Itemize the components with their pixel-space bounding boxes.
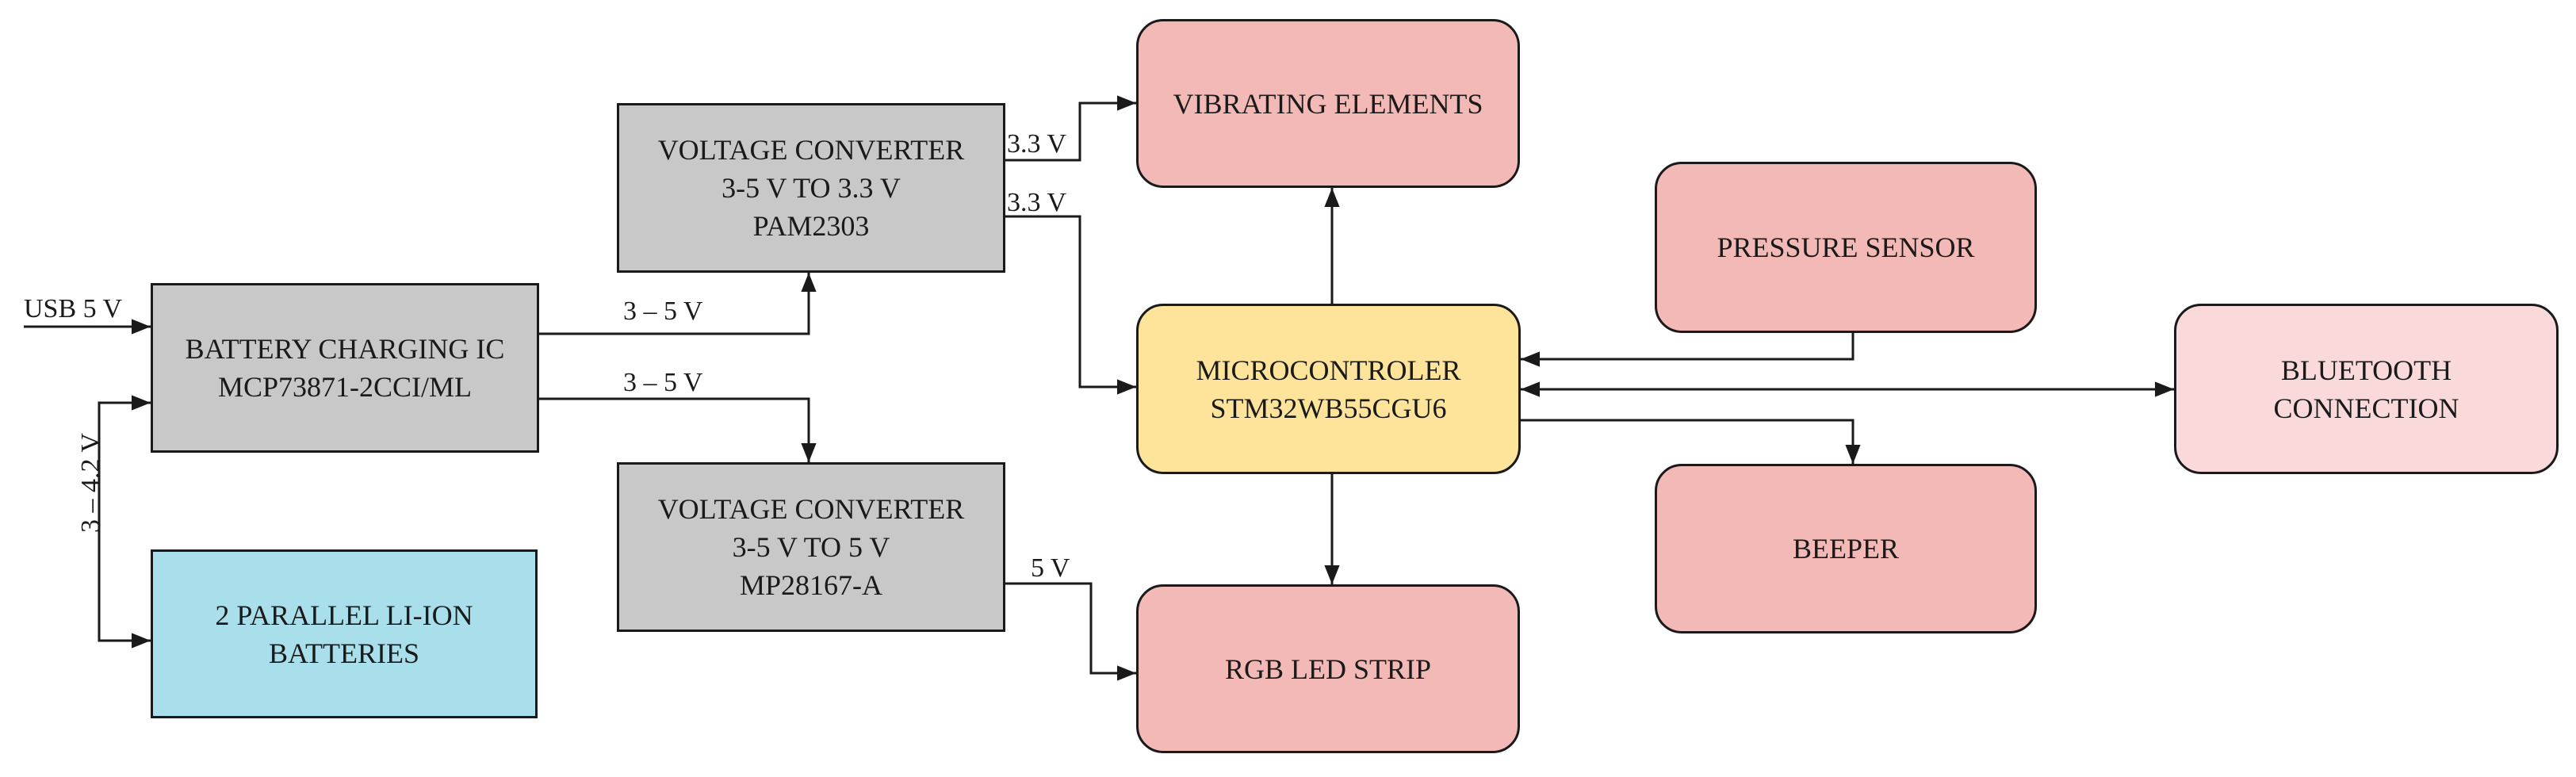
converter33-to-vibrating-line	[1005, 95, 1136, 162]
pressure-title: PRESSURE SENSOR	[1717, 232, 1975, 263]
batteries-subtitle: BATTERIES	[268, 637, 419, 669]
battery-voltage-label: 3 – 4.2 V	[76, 433, 105, 533]
battery-bidirectional-line	[98, 395, 151, 649]
beeper-block: BEEPER	[1655, 464, 2037, 633]
ic-to-converter33-line	[539, 273, 817, 335]
ic-to-converter33-label: 3 – 5 V	[623, 297, 703, 326]
mcu-title: MICROCONTROLER	[1196, 354, 1461, 386]
voltage-converter-33-block: VOLTAGE CONVERTER 3-5 V TO 3.3 V PAM2303	[617, 103, 1005, 273]
ic-to-converter5-label: 3 – 5 V	[623, 368, 703, 397]
bluetooth-title: BLUETOOTH	[2280, 354, 2452, 386]
beeper-title: BEEPER	[1792, 533, 1899, 565]
batteries-title: 2 PARALLEL LI-ION	[215, 599, 473, 631]
converter33-title: VOLTAGE CONVERTER	[657, 134, 965, 166]
mcu-to-beeper-line	[1521, 419, 1861, 464]
usb-input-label: USB 5 V	[24, 294, 123, 323]
pressure-sensor-block: PRESSURE SENSOR	[1655, 162, 2037, 333]
charging-ic-part: MCP73871-2CCI/ML	[217, 371, 473, 403]
bluetooth-subtitle: CONNECTION	[2273, 392, 2459, 424]
battery-charging-ic-block: BATTERY CHARGING IC MCP73871-2CCI/ML	[151, 283, 539, 453]
converter5-range: 3-5 V TO 5 V	[732, 531, 890, 563]
converter33-range: 3-5 V TO 3.3 V	[722, 172, 901, 204]
converter5-to-rgb-label: 5 V	[1031, 553, 1070, 583]
charging-ic-title: BATTERY CHARGING IC	[185, 333, 505, 365]
vibrating-elements-block: VIBRATING ELEMENTS	[1136, 19, 1520, 188]
converter33-to-mcu-label: 3.3 V	[1007, 188, 1066, 217]
vibrating-title: VIBRATING ELEMENTS	[1173, 87, 1483, 120]
rgb-led-strip-block: RGB LED STRIP	[1136, 584, 1520, 753]
ic-to-converter5-line	[539, 397, 817, 462]
converter5-part: MP28167-A	[739, 569, 883, 601]
voltage-converter-5-block: VOLTAGE CONVERTER 3-5 V TO 5 V MP28167-A	[617, 462, 1005, 632]
batteries-block: 2 PARALLEL LI-ION BATTERIES	[151, 549, 538, 718]
converter33-part: PAM2303	[752, 210, 870, 242]
converter33-to-vibrating-label: 3.3 V	[1007, 129, 1066, 159]
rgb-title: RGB LED STRIP	[1224, 653, 1432, 685]
converter33-to-mcu-line	[1005, 215, 1136, 395]
pressure-to-mcu-line	[1521, 333, 1854, 367]
bluetooth-connection-block: BLUETOOTH CONNECTION	[2174, 304, 2559, 474]
microcontroller-block: MICROCONTROLER STM32WB55CGU6	[1136, 304, 1521, 474]
converter5-title: VOLTAGE CONVERTER	[657, 493, 965, 525]
converter5-to-rgb-line	[1005, 582, 1136, 681]
mcu-part: STM32WB55CGU6	[1210, 392, 1447, 424]
